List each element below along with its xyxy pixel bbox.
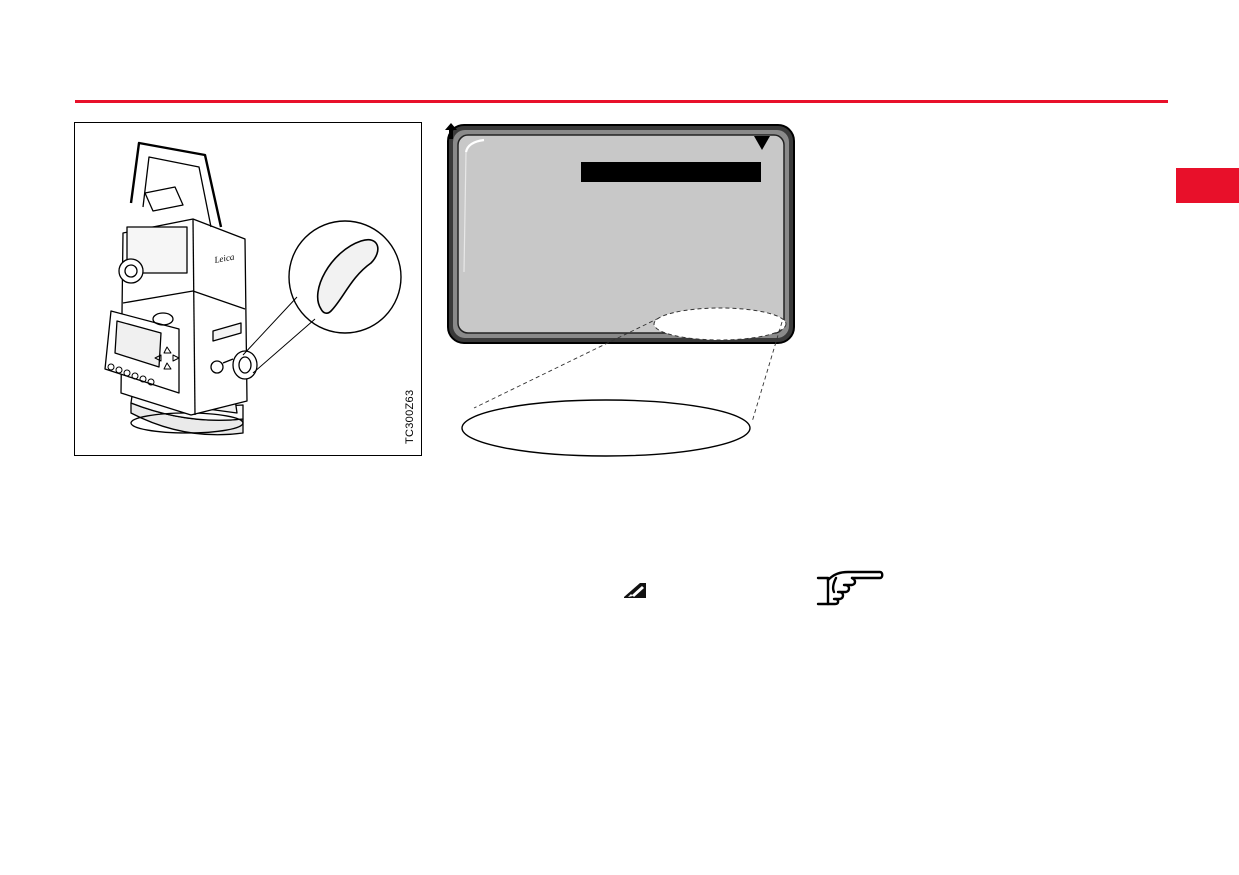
pointing-hand-icon [816,570,884,606]
chapter-tab [1176,168,1239,203]
triangle-down-icon [754,136,770,150]
softkey-enlarged [461,399,751,457]
cursor-bar [581,162,761,182]
edit-pencil-icon [624,583,646,598]
instrument-figure: Leica [74,122,422,456]
softkey-highlight [653,307,787,341]
up-arrow-icon [445,123,457,139]
header-rule [75,100,1168,103]
figure-code: TC300Z63 [404,389,416,444]
total-station-illustration: Leica [104,141,402,436]
brand-mark: Leica [213,252,236,266]
display-illustration [444,122,804,462]
